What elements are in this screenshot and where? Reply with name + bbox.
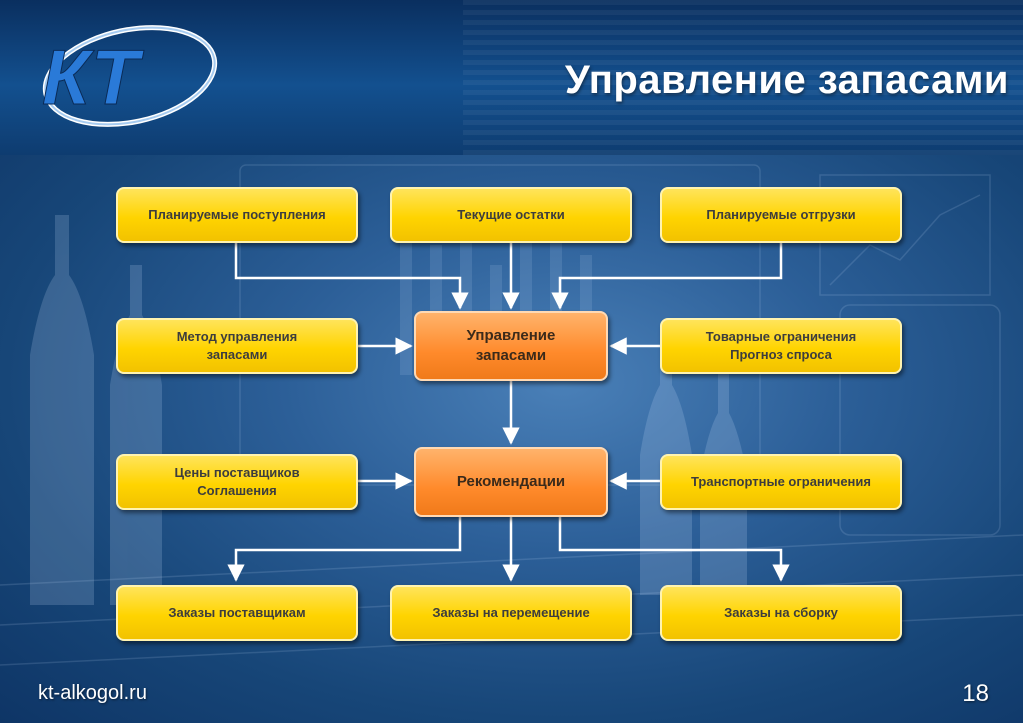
logo-text: КТ (42, 33, 145, 121)
header-stripes (463, 0, 1023, 155)
box-management-method: Метод управления запасами (116, 318, 358, 374)
box-current-stock: Текущие остатки (390, 187, 632, 243)
page-number: 18 (962, 680, 989, 707)
box-supplier-prices: Цены поставщиков Соглашения (116, 454, 358, 510)
box-transfer-orders: Заказы на перемещение (390, 585, 632, 641)
box-planned-receipts: Планируемые поступления (116, 187, 358, 243)
header-bar: КТ Управление запасами (0, 0, 1023, 155)
box-supplier-orders: Заказы поставщикам (116, 585, 358, 641)
box-planned-shipments: Планируемые отгрузки (660, 187, 902, 243)
box-transport-constraints: Транспортные ограничения (660, 454, 902, 510)
box-inventory-management-center: Управление запасами (414, 311, 608, 381)
website-link[interactable]: kt-alkogol.ru (38, 682, 147, 704)
box-product-constraints: Товарные ограничения Прогноз спроса (660, 318, 902, 374)
box-recommendations: Рекомендации (414, 447, 608, 517)
page-title: Управление запасами (564, 58, 1009, 102)
kt-logo: КТ (42, 25, 218, 127)
box-assembly-orders: Заказы на сборку (660, 585, 902, 641)
